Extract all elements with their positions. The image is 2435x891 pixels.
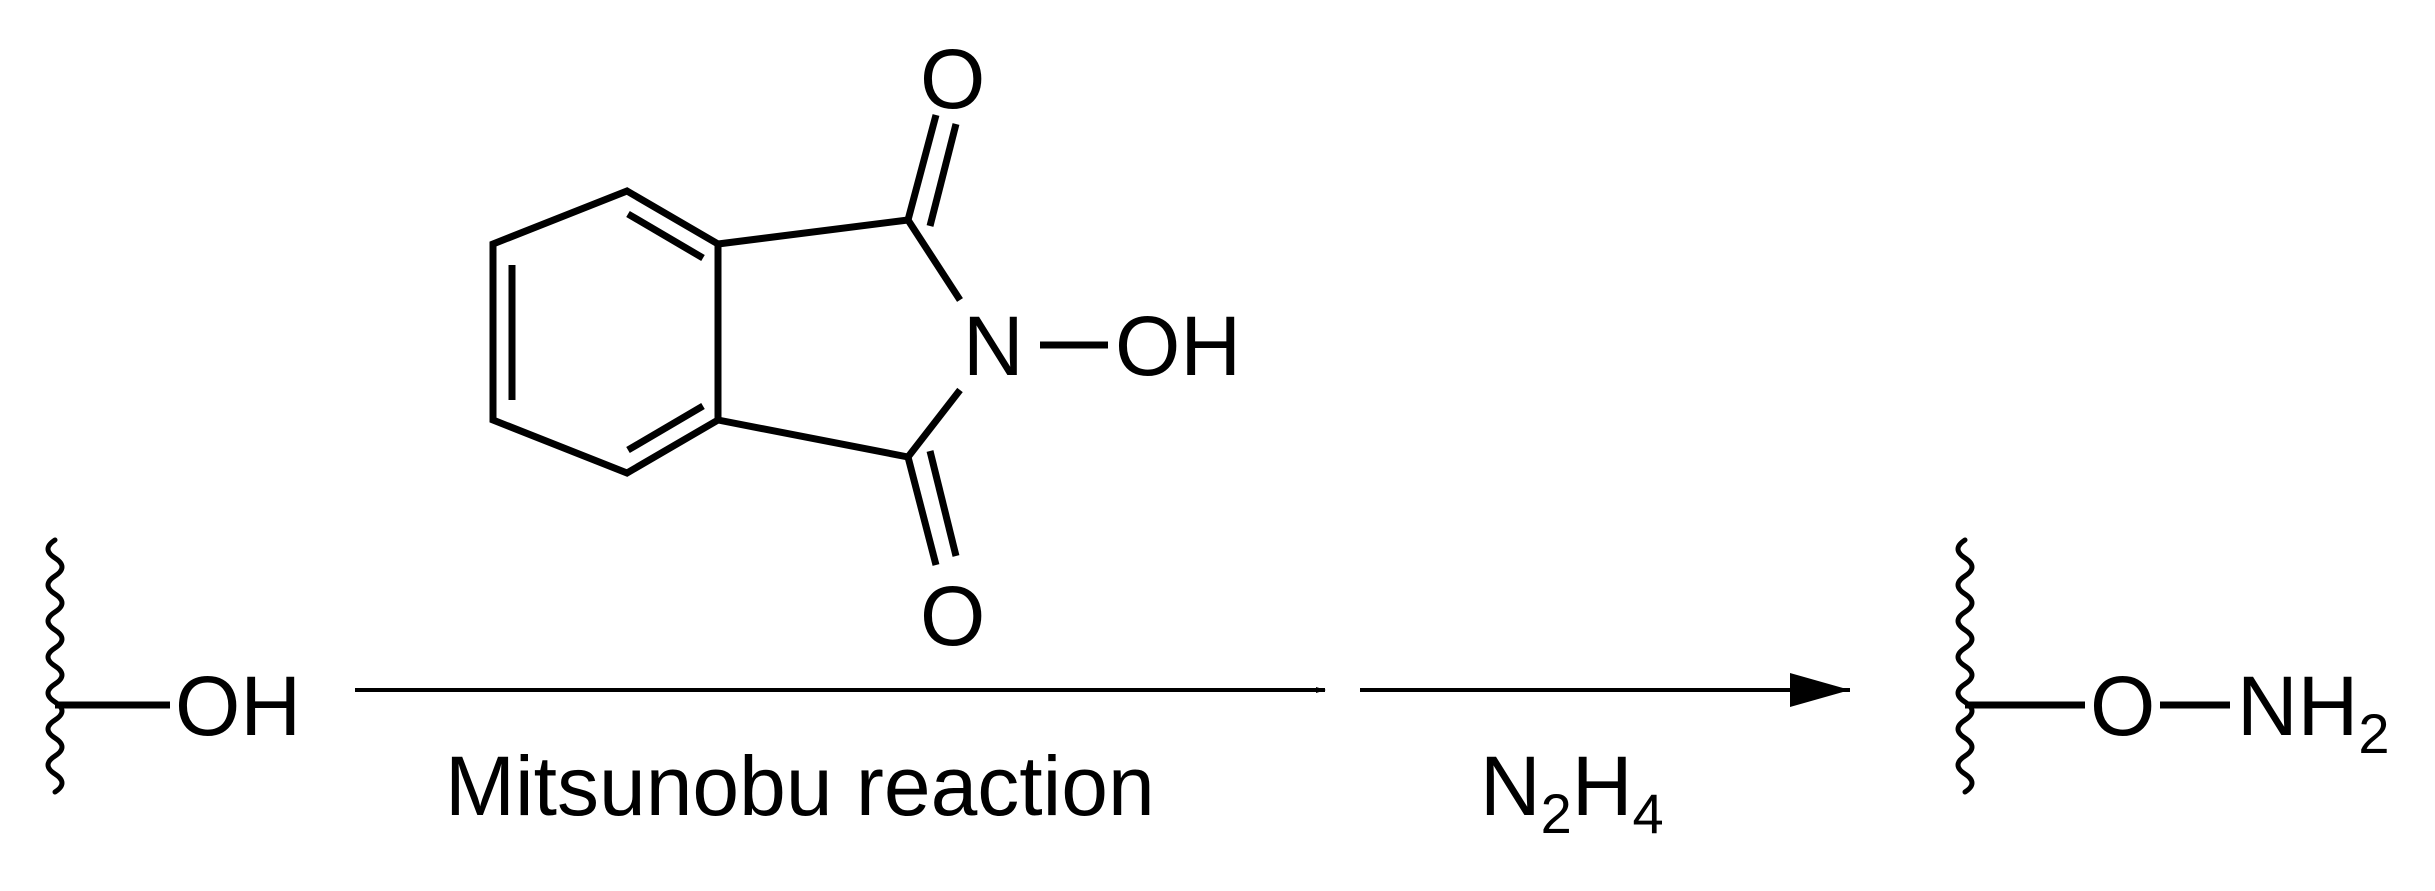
carbonyl-oxygen-bottom: O [920, 569, 985, 663]
carbonyl-oxygen-top: O [920, 32, 985, 126]
reagent-subscript: 4 [1633, 782, 1664, 845]
wavy-bond-icon [45, 537, 65, 795]
product: O NH2 [1955, 537, 2389, 795]
amine-subscript: 2 [2358, 702, 2389, 765]
ring-bond [717, 416, 909, 461]
carbonyl-bond-top [904, 114, 940, 221]
amine-nh: NH [2237, 659, 2358, 753]
reaction-step-2: N2H4 [1360, 673, 1850, 845]
reagent-element-h: H [1572, 739, 1633, 833]
step1-label: Mitsunobu reaction [445, 739, 1155, 833]
n-hydroxyphthalimide-structure: O O N OH [489, 32, 1241, 663]
hydroxyl-group: OH [1115, 299, 1241, 393]
product-amine: NH2 [2237, 659, 2389, 765]
benzene-ring [489, 187, 722, 477]
ring-bond [717, 216, 909, 248]
imide-nitrogen: N [963, 299, 1024, 393]
hydroxyl-group: OH [175, 659, 301, 753]
wavy-bond-icon [1955, 537, 1975, 795]
reaction-step-1: Mitsunobu reaction [355, 675, 1326, 833]
ring-bond [905, 218, 963, 302]
aromatic-double-bond [626, 210, 705, 262]
ring-bond [905, 387, 963, 460]
reagent-subscript: 2 [1541, 782, 1572, 845]
carbonyl-bond-bottom [904, 456, 940, 566]
product-oxygen: O [2090, 659, 2155, 753]
aromatic-double-bond [626, 402, 705, 454]
carbonyl-bond-top [926, 123, 960, 227]
step2-reagent: N2H4 [1480, 739, 1664, 845]
reagent-element-n: N [1480, 739, 1541, 833]
starting-material: OH [45, 537, 301, 795]
carbonyl-bond-bottom [926, 450, 960, 557]
arrowhead-icon [1790, 673, 1850, 707]
